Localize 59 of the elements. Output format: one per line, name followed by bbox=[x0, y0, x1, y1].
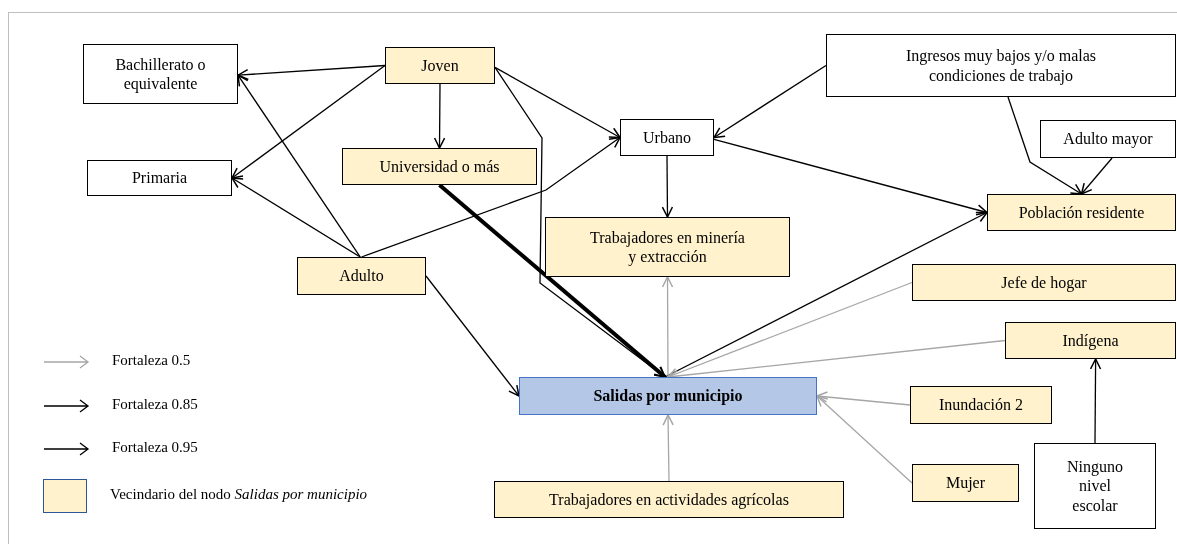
legend-label: Fortaleza 0.85 bbox=[112, 396, 198, 413]
node-label: Trabajadores en minería y extracción bbox=[589, 227, 746, 267]
arrow bbox=[237, 64, 386, 81]
node-box bbox=[342, 148, 537, 185]
node-label: Población residente bbox=[1018, 202, 1145, 223]
arrow bbox=[664, 211, 988, 378]
node-box bbox=[83, 44, 238, 104]
node-label: Adulto bbox=[339, 266, 384, 286]
arrow bbox=[713, 138, 988, 216]
arrow bbox=[661, 276, 674, 378]
arrow bbox=[438, 183, 667, 379]
node-box bbox=[494, 481, 844, 518]
arrow bbox=[662, 414, 674, 482]
node-label: Indígena bbox=[1062, 330, 1119, 351]
node-label: Primaria bbox=[131, 168, 188, 188]
arrow bbox=[1089, 358, 1102, 444]
target-node-box bbox=[519, 377, 817, 415]
legend-label: Fortaleza 0.5 bbox=[112, 352, 191, 369]
node-box bbox=[297, 257, 426, 295]
arrow bbox=[1080, 157, 1113, 195]
node-box bbox=[1005, 322, 1176, 359]
arrow bbox=[1007, 96, 1083, 195]
node-box bbox=[987, 194, 1176, 231]
legend-label: Fortaleza 0.95 bbox=[112, 439, 198, 456]
node-label: Salidas por municipio bbox=[593, 386, 743, 406]
node-box bbox=[620, 119, 714, 156]
node-box bbox=[385, 47, 495, 84]
arrow bbox=[661, 155, 674, 218]
legend-label: Vecindario del nodo Salidas por municipio bbox=[110, 486, 368, 503]
node-label: Urbano bbox=[643, 127, 691, 148]
node-box bbox=[1040, 120, 1176, 158]
arrow bbox=[816, 395, 913, 484]
arrow bbox=[425, 275, 520, 397]
node-label: Bachillerato o equivalente bbox=[114, 54, 207, 94]
node-box bbox=[910, 386, 1052, 424]
node-box bbox=[912, 264, 1176, 301]
arrow bbox=[667, 281, 913, 379]
arrow bbox=[494, 66, 621, 139]
node-box bbox=[87, 160, 232, 196]
arrow bbox=[237, 74, 361, 258]
arrow bbox=[231, 177, 361, 258]
node-label: Joven bbox=[421, 55, 459, 76]
node-label: Adulto mayor bbox=[1063, 129, 1153, 149]
node-label: Jefe de hogar bbox=[1001, 272, 1087, 293]
arrow bbox=[360, 136, 621, 258]
node-label: Inundación 2 bbox=[939, 395, 1023, 415]
node-box bbox=[826, 34, 1176, 97]
arrow bbox=[713, 64, 827, 139]
node-box bbox=[912, 464, 1019, 502]
node-label: Ninguno nivel escolar bbox=[1066, 457, 1124, 515]
node-label: Ingresos muy bajos y/o malas condiciones de trabajo bbox=[904, 46, 1098, 85]
arrow bbox=[433, 83, 446, 149]
node-box bbox=[545, 217, 790, 277]
node-label: Mujer bbox=[945, 473, 986, 493]
arrow bbox=[231, 64, 386, 179]
arrow bbox=[816, 391, 911, 406]
node-box bbox=[1034, 443, 1156, 529]
node-label: Universidad o más bbox=[379, 156, 500, 177]
node-label: Trabajadores en actividades agrícolas bbox=[549, 489, 789, 510]
